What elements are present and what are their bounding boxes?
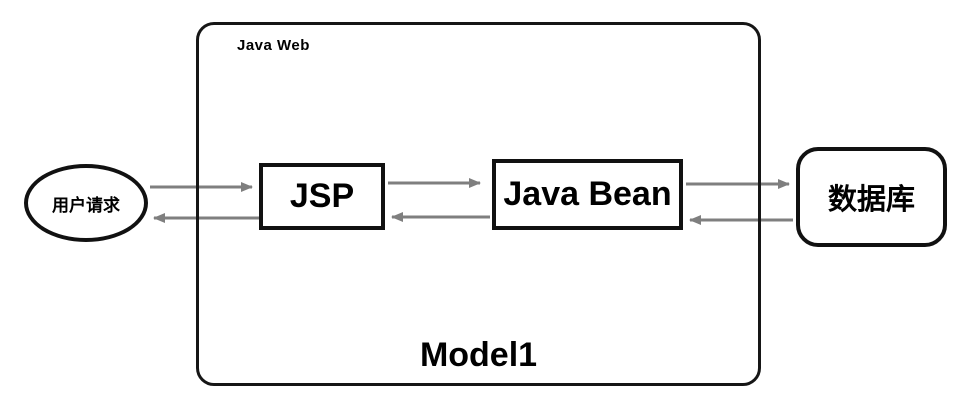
- model1-title: Model1: [419, 336, 538, 374]
- database-label: 数据库: [827, 184, 915, 216]
- user-request-node: 用户请求: [24, 164, 148, 242]
- jsp-label: JSP: [289, 177, 355, 215]
- user-request-label: 用户请求: [52, 195, 120, 215]
- java-web-container: Java Web Model1: [196, 22, 761, 386]
- java-bean-node: Java Bean: [492, 159, 683, 230]
- database-node: 数据库: [796, 147, 947, 247]
- java-web-label: Java Web: [237, 37, 310, 54]
- java-bean-label: Java Bean: [503, 175, 672, 213]
- jsp-node: JSP: [259, 163, 385, 230]
